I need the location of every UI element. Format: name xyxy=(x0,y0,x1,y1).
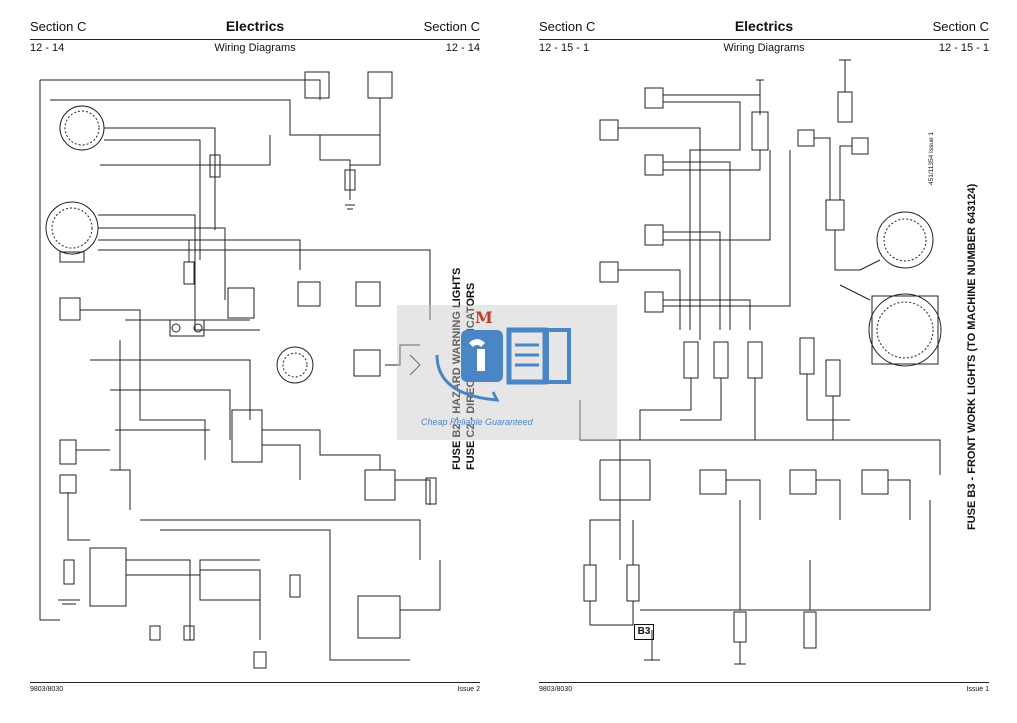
connector-101 xyxy=(304,71,330,99)
fuse-b3-label: B3 xyxy=(634,624,654,640)
right-header-rule xyxy=(539,39,989,40)
fuse-box-2 xyxy=(713,341,729,379)
right-section-label-right: Section C xyxy=(932,19,989,34)
right-footer-rule xyxy=(539,682,989,683)
relay-work-lights-2 xyxy=(789,469,817,495)
connector-left-mid xyxy=(59,297,81,321)
left-footer-issue: Issue 2 xyxy=(457,686,480,693)
right-subtitle: Wiring Diagrams xyxy=(723,42,805,54)
left-page-number: 12 - 14 xyxy=(30,42,65,54)
right-page-number-right: 12 - 15 - 1 xyxy=(938,42,989,54)
relay-block xyxy=(364,469,396,501)
connector-small-left xyxy=(59,474,77,494)
fuse-bottom-left-1 xyxy=(583,564,597,602)
relay-work-lights-3 xyxy=(861,469,889,495)
round-connector-91 xyxy=(276,346,314,384)
right-caption: FUSE B3 - FRONT WORK LIGHTS (TO MACHINE … xyxy=(966,183,978,530)
round-connector-left xyxy=(45,201,99,263)
right-footer-issue: Issue 1 xyxy=(966,686,989,693)
left-header-rule xyxy=(30,39,480,40)
relay-work-lights-1 xyxy=(699,469,727,495)
fuse-box-4 xyxy=(799,337,815,375)
left-section-label-right: Section C xyxy=(423,19,480,34)
drawing-reference: 451/11354 Issue 1 xyxy=(928,131,935,185)
left-footer: 9803/8030 Issue 2 xyxy=(30,686,480,700)
left-page-number-right: 12 - 14 xyxy=(445,42,480,54)
left-page-title: Electrics xyxy=(225,18,285,34)
work-light-rh-inner-connector xyxy=(644,224,664,246)
work-light-lh-outer-connector xyxy=(644,87,664,109)
right-header: Section C Electrics Section C xyxy=(539,16,989,38)
right-section-label: Section C xyxy=(539,19,596,34)
left-subtitle: Wiring Diagrams xyxy=(214,42,296,54)
earth-block-bottom xyxy=(733,611,747,643)
left-footer-rule xyxy=(30,682,480,683)
fuse-top-right xyxy=(837,91,853,123)
headlight-rh-connector xyxy=(851,137,869,155)
right-page: Section C Electrics Section C 12 - 15 - … xyxy=(509,0,1017,723)
fuse-box-1 xyxy=(683,341,699,379)
connector-88 xyxy=(227,287,255,319)
watermark-logo-icon xyxy=(435,327,571,402)
work-light-lh-post-connector xyxy=(599,119,619,141)
connector-pair xyxy=(169,319,205,337)
connector-242 xyxy=(89,547,127,607)
right-page-number: 12 - 15 - 1 xyxy=(539,42,590,54)
left-section-label: Section C xyxy=(30,19,87,34)
connector-junction-right xyxy=(825,199,845,231)
left-subheader: 12 - 14 Wiring Diagrams 12 - 14 xyxy=(30,42,480,58)
right-footer-doc: 9803/8030 xyxy=(539,686,573,693)
connector-94 xyxy=(59,439,77,465)
hazard-switch xyxy=(357,595,401,639)
right-page-title: Electrics xyxy=(734,18,794,34)
fuse-bottom-left-2 xyxy=(626,564,640,602)
connector-240 xyxy=(231,409,263,463)
fuse-box-3 xyxy=(747,341,763,379)
switch-assembly xyxy=(199,569,261,601)
connector-97 xyxy=(297,281,321,307)
work-light-lh-inner-connector xyxy=(644,154,664,176)
fuse-bottom-right xyxy=(803,611,817,649)
right-subheader: 12 - 15 - 1 Wiring Diagrams 12 - 15 - 1 xyxy=(539,42,989,58)
connector-square-mid xyxy=(353,349,381,377)
round-connector-right xyxy=(868,293,942,367)
watermark-overlay: M Cheap Reliable Guaranteed xyxy=(397,305,617,440)
work-light-rh-outer-connector xyxy=(644,291,664,313)
fuse-box-5 xyxy=(825,359,841,397)
headlight-lh-connector xyxy=(797,129,815,147)
round-connector-top-right xyxy=(876,211,934,269)
earth-block-top xyxy=(751,111,769,151)
watermark-letter: M xyxy=(475,308,493,327)
connector-102 xyxy=(367,71,393,99)
watermark-text: Cheap Reliable Guaranteed xyxy=(421,417,533,427)
connector-100 xyxy=(355,281,381,307)
left-header: Section C Electrics Section C xyxy=(30,16,480,38)
work-light-rh-post-connector xyxy=(599,261,619,283)
left-footer-doc: 9803/8030 xyxy=(30,686,64,693)
right-footer: 9803/8030 Issue 1 xyxy=(539,686,989,700)
left-page: Section C Electrics Section C 12 - 14 Wi… xyxy=(0,0,508,723)
round-connector-top-left xyxy=(59,105,105,151)
